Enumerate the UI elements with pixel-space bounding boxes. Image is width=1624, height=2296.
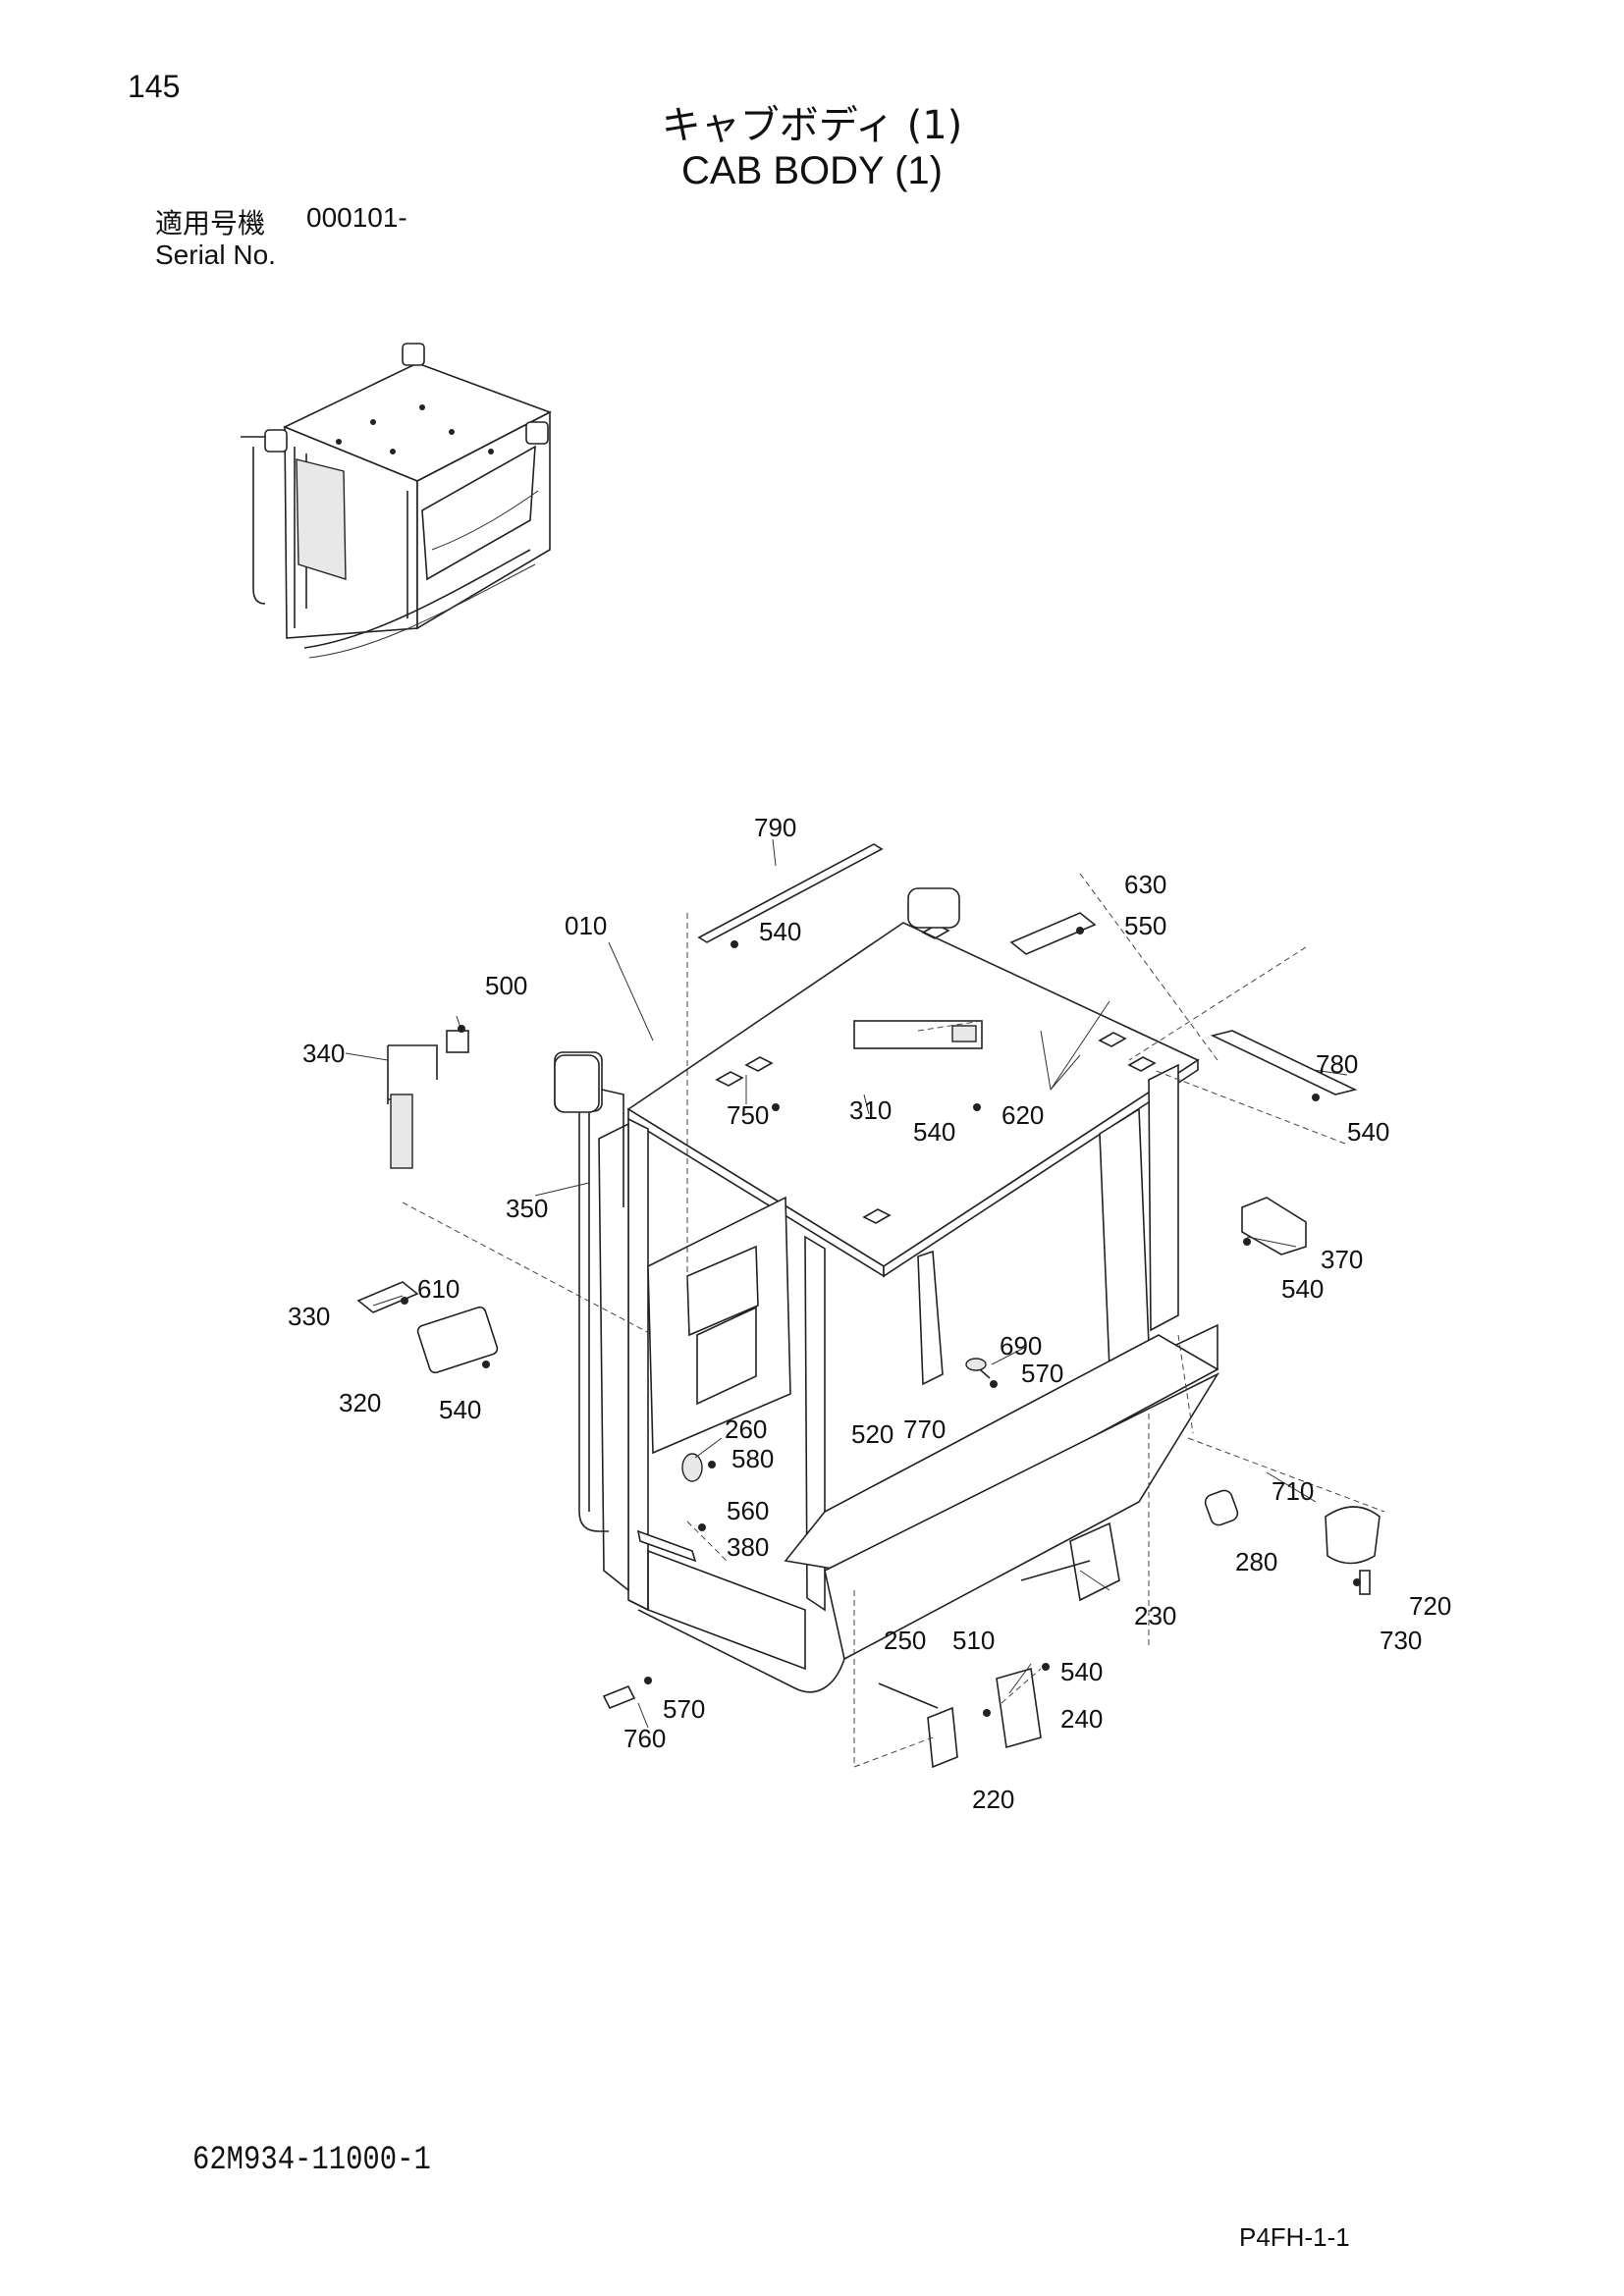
part-label-540: 540: [1347, 1117, 1389, 1147]
part-label-630: 630: [1124, 870, 1166, 899]
part-label-500: 500: [485, 971, 527, 1000]
part-label-520: 520: [851, 1419, 893, 1449]
part-label-730: 730: [1380, 1626, 1422, 1655]
part-label-010: 010: [565, 911, 607, 940]
part-label-770: 770: [903, 1415, 946, 1444]
part-label-570: 570: [1021, 1359, 1063, 1388]
part-label-220: 220: [972, 1785, 1014, 1814]
part-label-540: 540: [1060, 1657, 1103, 1686]
part-label-330: 330: [288, 1302, 330, 1331]
part-label-720: 720: [1409, 1591, 1451, 1621]
title-japanese: キャブボディ (1): [661, 103, 963, 148]
page-code: P4FH-1-1: [1239, 2222, 1350, 2252]
part-label-510: 510: [952, 1626, 995, 1655]
fastener-dots: [401, 927, 1361, 1717]
part-label-710: 710: [1272, 1476, 1314, 1506]
part-label-760: 760: [623, 1724, 666, 1753]
part-label-310: 310: [849, 1095, 892, 1125]
part-label-350: 350: [506, 1194, 548, 1223]
part-label-380: 380: [727, 1532, 769, 1562]
drawing-number: 62M934-11000-1: [192, 2142, 431, 2179]
part-label-570: 570: [663, 1694, 705, 1724]
part-label-340: 340: [302, 1039, 345, 1068]
part-label-230: 230: [1134, 1601, 1176, 1630]
part-label-610: 610: [417, 1274, 460, 1304]
page-number: 145: [128, 69, 181, 104]
part-labels: 790 630 010 540 550 500 340 780 750 310 …: [288, 813, 1451, 1814]
part-label-540: 540: [439, 1395, 481, 1424]
cab-overview-illustration: [241, 343, 552, 659]
part-label-620: 620: [1001, 1100, 1044, 1130]
part-label-540: 540: [913, 1117, 955, 1147]
part-label-250: 250: [884, 1626, 926, 1655]
part-label-280: 280: [1235, 1547, 1277, 1576]
serial-label-japanese: 適用号機: [155, 207, 266, 240]
serial-label-english: Serial No.: [155, 240, 276, 270]
part-label-690: 690: [1000, 1331, 1042, 1361]
part-label-370: 370: [1321, 1245, 1363, 1274]
part-label-320: 320: [339, 1388, 381, 1417]
serial-value: 000101-: [306, 202, 407, 233]
part-label-780: 780: [1316, 1049, 1358, 1079]
part-label-260: 260: [725, 1415, 767, 1444]
part-label-750: 750: [727, 1100, 769, 1130]
part-label-540: 540: [1281, 1274, 1324, 1304]
title-english: CAB BODY (1): [681, 149, 943, 192]
part-label-540: 540: [759, 917, 801, 946]
leader-lines: [345, 838, 1385, 1768]
part-label-240: 240: [1060, 1704, 1103, 1734]
part-label-790: 790: [754, 813, 796, 842]
part-label-550: 550: [1124, 911, 1166, 940]
part-label-580: 580: [731, 1444, 774, 1473]
cab-frame-exploded: [356, 843, 1380, 1769]
part-label-560: 560: [727, 1496, 769, 1525]
